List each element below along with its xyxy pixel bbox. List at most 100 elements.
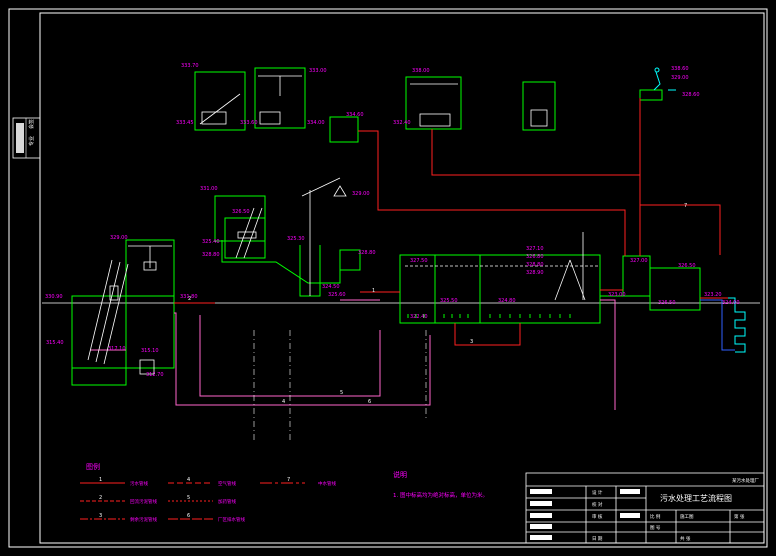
drawing-frame [8,8,768,548]
legend-text-4: 空气管线 [218,480,236,487]
legend-num-6: 6 [187,513,190,519]
legend-num-2: 2 [99,495,102,501]
elev-label: 324.80 [498,298,516,304]
grit-chamber [221,240,341,284]
notes: 说明 1. 图中标高均为绝对标高，单位为米。 [393,470,488,499]
elevation-labels: 333.70 333.00 338.00 333.45 333.60 334.0… [45,63,740,378]
elev-label: 323.20 [704,292,722,298]
legend-text-7: 中水管线 [318,480,336,487]
blower-house [405,76,462,130]
legend-text-1: 污水管线 [130,480,148,487]
elev-label: 324.00 [722,300,740,306]
legend-heading: 图例 [86,462,100,471]
title-block-company: 某污水处理厂 [732,477,759,484]
tb-footer: 共 张 [680,535,691,542]
elev-label: 327.50 [410,258,428,264]
tb-sheet: 第 张 [734,513,745,520]
elev-label: 315.10 [141,348,159,354]
legend-num-3: 3 [99,513,102,519]
dosing-tank [329,116,359,143]
elev-label: 332.40 [393,120,411,126]
pipe-number: 1 [372,288,375,294]
legend-text-3: 剩余污泥管线 [130,516,157,523]
legend-text-2: 回流污泥管线 [130,498,157,505]
tb-label-r3: 审 核 [592,513,603,520]
elev-label: 329.00 [110,235,128,241]
dewater-house-right [254,67,306,129]
strip-text-a: 会签 [28,119,35,129]
elev-label: 327.00 [630,258,648,264]
elev-label: 312.70 [146,372,164,378]
elev-label: 323.00 [608,292,626,298]
tb-label-r2: 校 对 [592,501,603,508]
elev-label: 328.80 [526,262,544,268]
pipe-number-markers: 1 2 3 4 5 6 7 [188,203,687,405]
equipment [87,75,598,375]
pipe-number: 2 [188,296,191,302]
elev-label: 328.90 [526,270,544,276]
elev-label: 334.60 [346,112,364,118]
elev-label: 326.50 [658,300,676,306]
lift-pump-house [125,239,175,297]
elev-label: 330.90 [45,294,63,300]
tb-label-r6: 日 期 [592,536,603,542]
elev-label: 328.60 [682,92,700,98]
left-signature-strip: 会签 专业 [12,117,41,159]
elev-label: 333.00 [309,68,327,74]
elev-label: 333.70 [181,63,199,69]
legend-num-7: 7 [287,477,290,483]
structures [71,67,701,386]
legend-text-5: 加药管线 [218,498,236,505]
elev-label: 329.00 [671,75,689,81]
legend-num-1: 1 [99,477,102,483]
elev-label: 331.80 [180,294,198,300]
elev-label: 326.50 [232,209,250,215]
tb-label-r1: 设 计 [592,489,603,496]
elev-label: 328.80 [358,250,376,256]
elev-label: 326.50 [678,263,696,269]
tb-label-r5: 比 例 [650,513,661,520]
elev-label: 325.40 [202,239,220,245]
substation [522,81,556,131]
elev-label: 325.50 [440,298,458,304]
pipe-number: 4 [282,399,285,405]
strip-text-b: 专业 [28,136,35,146]
elev-label: 325.30 [287,236,305,242]
drawing-title: 污水处理工艺流程图 [660,493,732,503]
notes-line-1: 1. 图中标高均为绝对标高，单位为米。 [393,491,488,499]
legend: 图例 1 污水管线 2 回流污泥管线 3 剩余污泥管线 4 空气管线 5 加药管… [80,462,336,523]
aeration-diffusers [407,314,571,318]
tb-label-r4: 图 号 [650,525,661,531]
elev-label: 333.45 [176,120,194,126]
elev-label: 338.00 [412,68,430,74]
pipe-number: 6 [368,399,371,405]
elev-label: 331.00 [200,186,218,192]
outfall-chamber [649,267,701,311]
elev-label: 324.50 [322,284,340,290]
legend-text-6: 厂区排水管线 [218,516,245,523]
elev-label: 328.80 [202,252,220,258]
pipe-number: 7 [684,203,687,209]
pipe-number: 5 [340,390,343,396]
elev-label: 322.40 [410,314,428,320]
elev-label: 327.10 [526,246,544,252]
tb-stage: 施工图 [680,513,694,520]
elev-label: 325.60 [328,292,346,298]
elev-label: 333.60 [240,120,258,126]
cass-tank [399,254,601,324]
elev-label: 334.00 [307,120,325,126]
legend-num-4: 4 [187,477,190,483]
title-block: 某污水处理厂 污水处理工艺流程图 设 计 校 对 审 核 图 号 比 例 日 期… [525,472,765,544]
reuse-water-symbol [653,67,676,91]
legend-num-5: 5 [187,495,190,501]
elev-label: 326.80 [526,254,544,260]
elev-label: 329.00 [352,191,370,197]
elev-label: 317.10 [108,346,126,352]
elev-label: 338.60 [671,66,689,72]
dewater-house-left [194,71,246,131]
pipelines [90,98,746,440]
pipe-number: 3 [470,339,473,345]
elev-label: 315.40 [46,340,64,346]
